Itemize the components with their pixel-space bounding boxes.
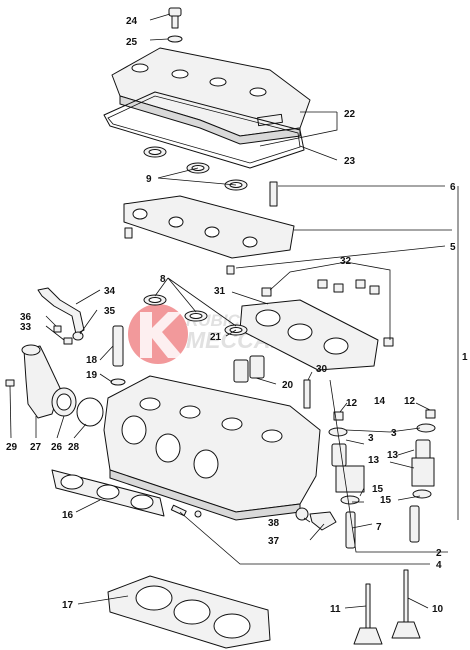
callout-19: 19 xyxy=(86,370,98,381)
tappets xyxy=(233,355,265,383)
callout-28: 28 xyxy=(68,442,80,453)
callout-38: 38 xyxy=(268,518,280,529)
sealing-rings xyxy=(143,294,248,336)
callout-15b: 15 xyxy=(380,495,392,506)
callout-8: 8 xyxy=(160,274,166,285)
callout-14: 14 xyxy=(374,396,386,407)
callout-21: 21 xyxy=(210,332,222,343)
callout-3a: 3 xyxy=(368,433,374,444)
guide-pin xyxy=(170,504,187,517)
callout-27: 27 xyxy=(30,442,42,453)
intake-valve xyxy=(353,583,383,645)
cap-bolt xyxy=(269,181,278,207)
callout-13a: 13 xyxy=(368,455,380,466)
callout-33: 33 xyxy=(20,322,32,333)
callout-34: 34 xyxy=(104,286,116,297)
water-fitting xyxy=(295,507,337,531)
callout-5: 5 xyxy=(450,242,456,253)
callout-26: 26 xyxy=(51,442,63,453)
manifold-bolts xyxy=(261,279,394,347)
callout-9: 9 xyxy=(146,174,152,185)
small-pin xyxy=(194,510,202,518)
exhaust-valve xyxy=(391,569,421,639)
callout-31: 31 xyxy=(214,286,226,297)
cylinder-head-gasket xyxy=(107,575,271,649)
callout-1: 1 xyxy=(462,352,468,363)
callout-36: 36 xyxy=(20,312,32,323)
callout-25: 25 xyxy=(126,37,138,48)
callout-10: 10 xyxy=(432,604,444,615)
callout-12a: 12 xyxy=(346,398,358,409)
callout-16: 16 xyxy=(62,510,74,521)
callout-11: 11 xyxy=(330,604,341,615)
watermark-logo-circle xyxy=(128,304,188,364)
callout-29: 29 xyxy=(6,442,18,453)
head-bolt xyxy=(303,379,311,409)
callout-37: 37 xyxy=(268,536,280,547)
cover-bolt xyxy=(167,7,183,43)
callout-24: 24 xyxy=(126,16,138,27)
callout-15a: 15 xyxy=(372,484,384,495)
intake-flange xyxy=(239,299,379,371)
callout-6: 6 xyxy=(450,182,456,193)
callout-18: 18 xyxy=(86,355,98,366)
cover-gasket xyxy=(103,91,305,169)
washer xyxy=(110,378,126,386)
cylinder-head-cover xyxy=(111,47,311,145)
callout-32: 32 xyxy=(340,256,352,267)
callout-13b: 13 xyxy=(387,450,399,461)
callout-17: 17 xyxy=(62,600,74,611)
callout-7: 7 xyxy=(376,522,382,533)
callout-30: 30 xyxy=(316,364,328,375)
callout-3b: 3 xyxy=(391,428,397,439)
cylinder-head xyxy=(103,375,321,521)
callout-labels: 24 25 22 23 9 6 5 32 8 31 34 35 36 33 21… xyxy=(6,16,468,615)
callout-35: 35 xyxy=(104,306,116,317)
callout-4: 4 xyxy=(436,560,442,571)
dowel-pin xyxy=(112,325,124,367)
leader-lines xyxy=(9,13,459,609)
spark-plug-tube-seals xyxy=(143,146,248,191)
callout-22: 22 xyxy=(344,109,356,120)
exhaust-flange-gasket xyxy=(51,469,165,517)
callout-20: 20 xyxy=(282,380,294,391)
camshaft-bearing-caps xyxy=(123,195,295,275)
callout-2: 2 xyxy=(436,548,442,559)
callout-12b: 12 xyxy=(404,396,416,407)
callout-23: 23 xyxy=(344,156,356,167)
water-hose xyxy=(37,287,85,345)
